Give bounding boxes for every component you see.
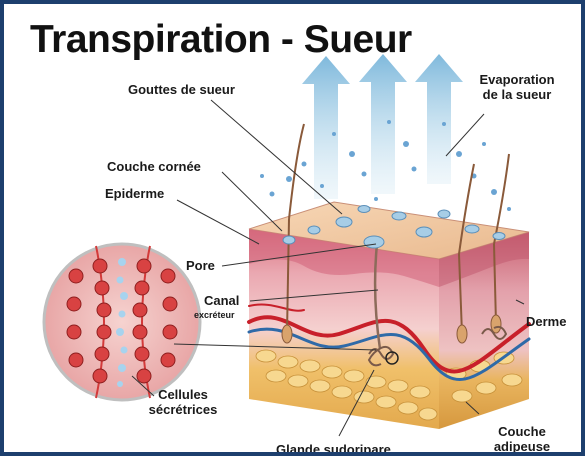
label-glande-sudoripare: Glande sudoripare [276, 442, 391, 456]
label-couche-cornee: Couche cornée [107, 159, 201, 174]
secretory-cells-zoom [44, 244, 200, 400]
label-epiderme: Epiderme [105, 186, 164, 201]
label-derme: Derme [526, 314, 566, 329]
label-evaporation: Evaporation de la sueur [472, 72, 562, 102]
label-pore: Pore [186, 258, 215, 273]
label-canal: Canal [204, 293, 239, 308]
label-cellules-secretrices: Cellules sécrétrices [142, 387, 224, 417]
evaporation-arrows [302, 54, 463, 199]
page-title: Transpiration - Sueur [30, 18, 412, 62]
label-excreteur: excréteur [194, 310, 235, 320]
label-gouttes-de-sueur: Gouttes de sueur [128, 82, 235, 97]
label-couche-adipeuse: Couche adipeuse [482, 424, 562, 454]
